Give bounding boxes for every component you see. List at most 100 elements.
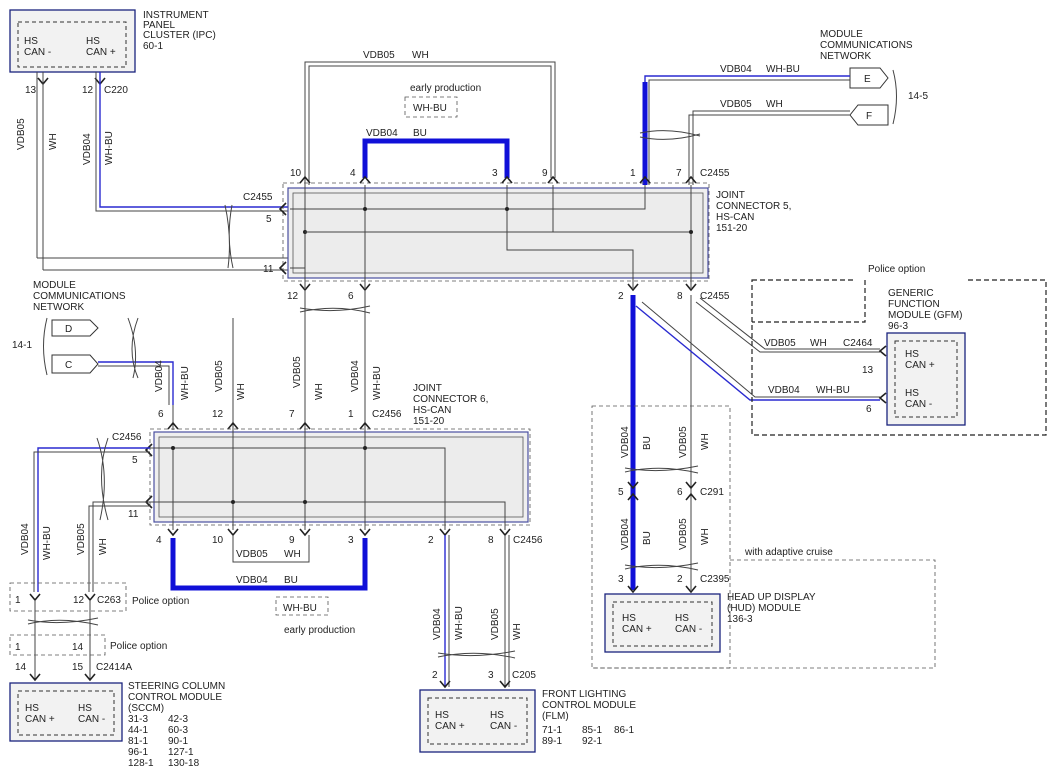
sccm-ref: 31-3	[128, 714, 148, 725]
jc6-p8: 8	[488, 535, 494, 546]
jc5-conn-top: C2455	[700, 168, 730, 179]
hud-ref: 136-3	[727, 614, 753, 625]
jc5-p1: 1	[630, 168, 636, 179]
e-wh-bu: WH-BU	[766, 64, 800, 75]
sccm-title-1: STEERING COLUMN	[128, 681, 225, 692]
jc6-conn-left: C2456	[112, 432, 142, 443]
ipc-vdb05: VDB05	[16, 118, 27, 150]
conn-f	[849, 104, 889, 126]
jc5-p4: 4	[350, 168, 356, 179]
sccm-wh-bu: WH-BU	[42, 526, 53, 560]
flm-ref: 85-1	[582, 725, 602, 736]
early-top-text: WH-BU	[413, 103, 447, 114]
conn-f-label: F	[866, 111, 872, 122]
jc6-p9: 9	[289, 535, 295, 546]
flm-wh: WH	[512, 623, 523, 640]
sccm-pin-right-2: CAN -	[78, 714, 105, 725]
flm-ref: 89-1	[542, 736, 562, 747]
jc5-p3: 3	[492, 168, 498, 179]
gfm-pin-top-1: HS	[905, 349, 919, 360]
jc6-top-wh: WH	[236, 383, 247, 400]
hud-bot-vdb05: VDB05	[678, 518, 689, 550]
sccm-ref: 130-18	[168, 758, 200, 769]
hud-adaptive: with adaptive cruise	[744, 547, 833, 558]
twist-ef	[639, 130, 701, 140]
sccm-wh: WH	[98, 538, 109, 555]
hud-adaptive-box-a	[591, 405, 731, 669]
ipc-pin12: 12	[82, 85, 94, 96]
gfm-ref: 96-3	[888, 321, 908, 332]
early-top-box	[404, 96, 458, 118]
joint-connector-5	[282, 182, 710, 282]
gfm-wh-bu: WH-BU	[816, 385, 850, 396]
jc6-p7: 7	[289, 409, 295, 420]
twist-jc5-jc6	[299, 305, 371, 314]
jc6-top-vdb05: VDB05	[214, 360, 225, 392]
jc5-p9: 9	[542, 168, 548, 179]
jc6-p5: 5	[132, 455, 138, 466]
mcn-left-1: MODULE	[33, 280, 76, 291]
jc6-ref: 151-20	[413, 416, 445, 427]
sccm-title-2: CONTROL MODULE	[128, 692, 222, 703]
jc5-conn-bottom: C2455	[700, 291, 730, 302]
ipc-title-3: CLUSTER (IPC)	[143, 30, 216, 41]
jc5-p8: 8	[677, 291, 683, 302]
ipc-pin13: 13	[25, 85, 37, 96]
conn-c	[51, 354, 99, 374]
twist-hud-bottom	[624, 562, 699, 571]
sccm-c2-p1: 1	[15, 642, 21, 653]
hud-title-2: (HUD) MODULE	[727, 603, 801, 614]
twist-mcn-left	[127, 317, 139, 379]
flm-ref: 92-1	[582, 736, 602, 747]
hud-pin-right-2: CAN -	[675, 624, 702, 635]
e-vdb04: VDB04	[720, 64, 752, 75]
ipc-wh-bu: WH-BU	[104, 131, 115, 165]
jc5-p6: 6	[348, 291, 354, 302]
gfm-module: HS CAN + HS CAN -	[886, 332, 966, 426]
jc5-title-3: HS-CAN	[716, 212, 754, 223]
ipc-ref: 60-1	[143, 41, 163, 52]
sccm-c263-p12: 12	[73, 595, 85, 606]
loop-vdb04: VDB04	[236, 575, 268, 586]
jc6-title-3: HS-CAN	[413, 405, 451, 416]
conn-e-label: E	[864, 74, 871, 85]
f-vdb05: VDB05	[720, 99, 752, 110]
mcn-top-3: NETWORK	[820, 51, 871, 62]
joint-connector-6	[149, 428, 531, 526]
conn-c-label: C	[65, 360, 72, 371]
gfm-wh: WH	[810, 338, 827, 349]
ipc-wh: WH	[48, 133, 59, 150]
sccm-p15: 15	[72, 662, 84, 673]
hud-bot-bu: BU	[642, 531, 653, 545]
jc6-title-2: CONNECTOR 6,	[413, 394, 488, 405]
flm-ref: 71-1	[542, 725, 562, 736]
conn-e	[849, 67, 889, 89]
jc5-title-2: CONNECTOR 5,	[716, 201, 791, 212]
gfm-title-2: FUNCTION	[888, 299, 940, 310]
sccm-ref: 96-1	[128, 747, 148, 758]
mcn-left-3: NETWORK	[33, 302, 84, 313]
jc6-conn-top: C2456	[372, 409, 402, 420]
flm-title-2: CONTROL MODULE	[542, 700, 636, 711]
sccm-refs: 31-3 42-3 44-1 60-3 81-1 90-1 96-1 127-1…	[128, 714, 200, 769]
jc5-title-1: JOINT	[716, 190, 745, 201]
sccm-pin-right-1: HS	[78, 703, 92, 714]
sccm-ref: 90-1	[168, 736, 188, 747]
early-bot-text: WH-BU	[283, 603, 317, 614]
hud-p5: 5	[618, 487, 624, 498]
jc5-top-vdb04: VDB04	[366, 128, 398, 139]
gfm-conn: C2464	[843, 338, 873, 349]
jc6-p6: 6	[158, 409, 164, 420]
flm-pin-right-2: CAN -	[490, 721, 517, 732]
hud-top-vdb05: VDB05	[678, 426, 689, 458]
jc5-conn-left: C2455	[243, 192, 273, 203]
ipc-pin-left-l1: HS	[24, 36, 38, 47]
gfm-p13: 13	[862, 365, 874, 376]
hud-module: HS CAN + HS CAN -	[604, 593, 721, 653]
sccm-vdb04: VDB04	[20, 523, 31, 555]
flm-p3: 3	[488, 670, 494, 681]
flm-module: HS CAN + HS CAN -	[419, 689, 536, 753]
conn-d	[51, 319, 99, 337]
mcn-top-2: COMMUNICATIONS	[820, 40, 913, 51]
